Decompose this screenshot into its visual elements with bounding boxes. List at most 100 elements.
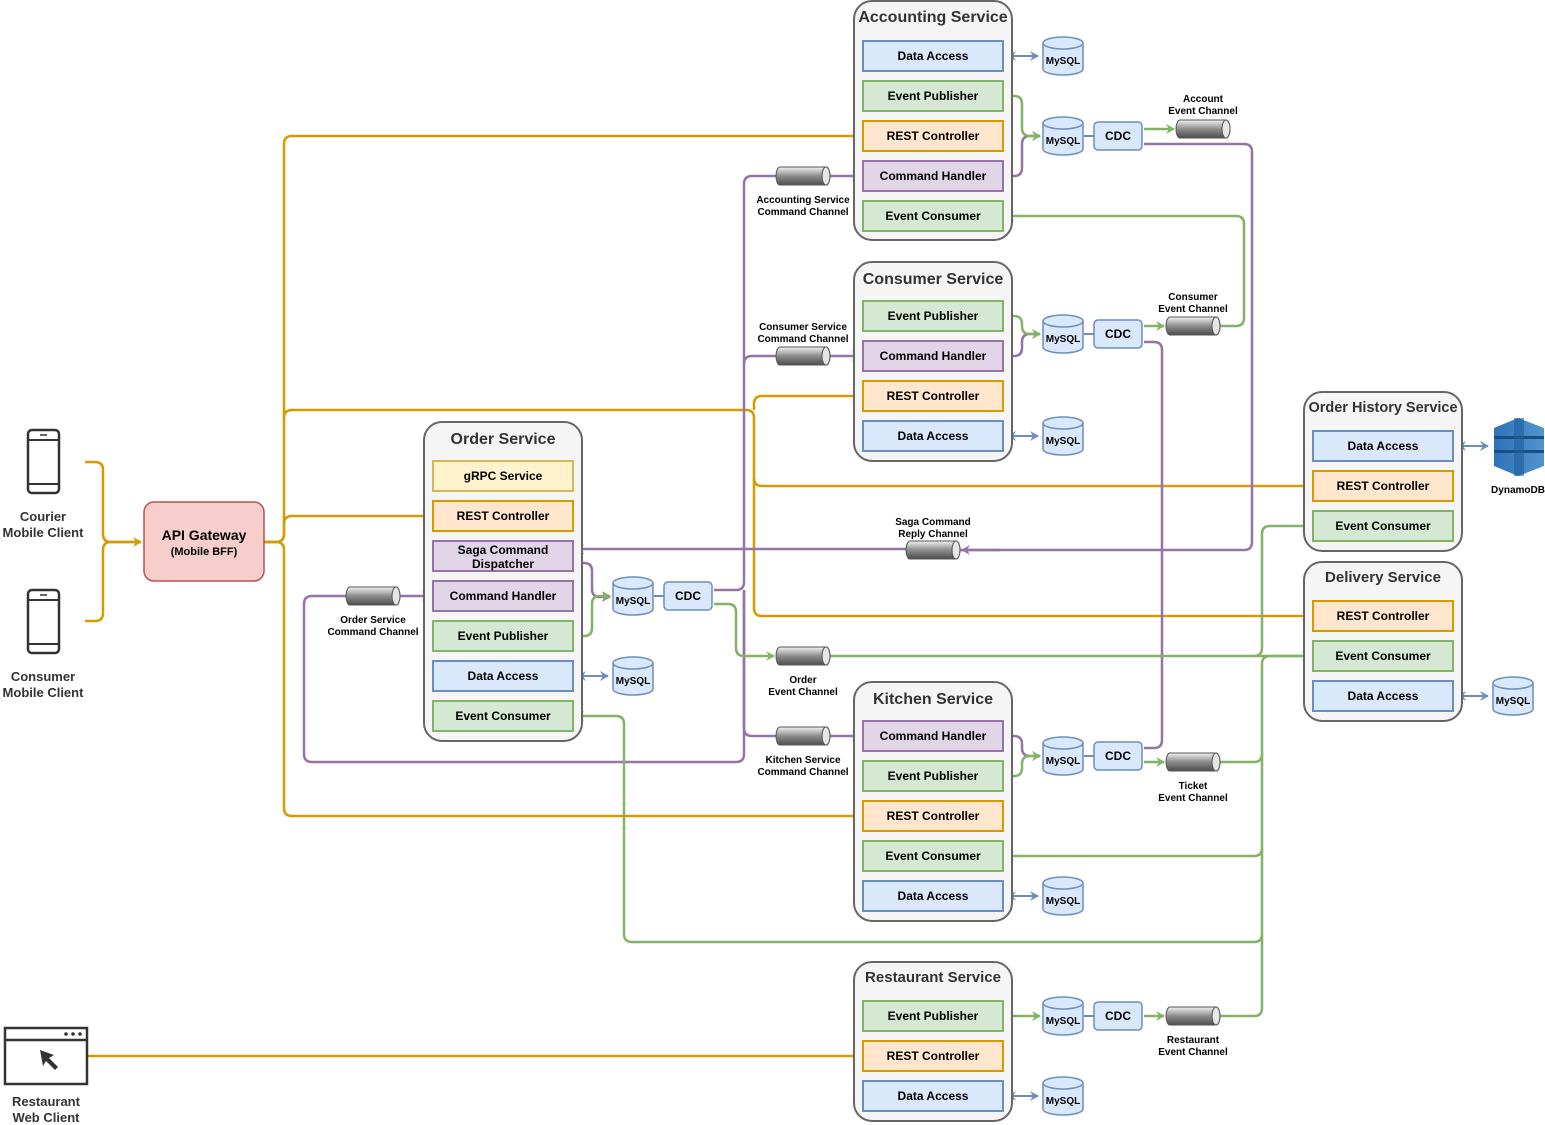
- channel-pipe-icon: [775, 646, 831, 666]
- channel-pipe-icon: [905, 540, 961, 560]
- mysql-label: MySQL: [1046, 1016, 1080, 1027]
- accounting-command-channel-label-1: Accounting Service: [756, 195, 850, 206]
- event-consumer-box: Event Consumer: [862, 200, 1004, 232]
- mysql-label: MySQL: [1046, 756, 1080, 767]
- mysql-label: MySQL: [1046, 56, 1080, 67]
- mysql-database-icon: MySQL: [1042, 416, 1084, 456]
- bus-to-consumer-rest-line: [752, 391, 861, 410]
- consumer-mobile-client: Consumer Mobile Client: [3, 588, 84, 700]
- command-handler-box: Command Handler: [862, 340, 1004, 372]
- api-gateway: API Gateway (Mobile BFF): [143, 501, 265, 582]
- consumer-command-channel-label-1: Consumer Service: [759, 322, 847, 333]
- restaurant-service-title: Restaurant Service: [865, 969, 1001, 986]
- svg-text:Data Access: Data Access: [468, 669, 539, 683]
- mysql-databases: MySQL MySQL MySQL MySQL MySQL MySQL MySQL MySQL…: [612, 36, 1534, 1116]
- mysql-label: MySQL: [616, 596, 650, 607]
- kitchen-service-title: Kitchen Service: [873, 691, 993, 708]
- restaurant-client-label-1: Restaurant: [12, 1094, 81, 1109]
- accounting-event-channel-label-1: Account: [1183, 94, 1224, 105]
- channel-pipe-icon: [1175, 119, 1231, 139]
- svg-text:gRPC Service: gRPC Service: [464, 469, 543, 483]
- svg-text:Command Handler: Command Handler: [880, 169, 987, 183]
- svg-text:Event Consumer: Event Consumer: [885, 849, 981, 863]
- data-access-box: Data Access: [432, 660, 574, 692]
- kitchen-command-channel-label-1: Kitchen Service: [765, 755, 840, 766]
- svg-text:Event Publisher: Event Publisher: [888, 1009, 979, 1023]
- data-access-box: Data Access: [862, 1080, 1004, 1112]
- kitchen-command-channel-label-2: Command Channel: [757, 767, 848, 778]
- mysql-database-icon: MySQL: [1042, 736, 1084, 776]
- event-consumer-box: Event Consumer: [862, 840, 1004, 872]
- bus-to-order-history-rest-line: [752, 477, 1311, 491]
- bus-to-consumer-command-channel-line: [742, 354, 776, 365]
- event-consumer-box: Event Consumer: [1312, 510, 1454, 542]
- mysql-database-icon: MySQL: [1042, 876, 1084, 916]
- mysql-database-icon: MySQL: [612, 576, 654, 616]
- svg-text:REST Controller: REST Controller: [887, 129, 980, 143]
- rest-connectors: [85, 131, 1311, 1061]
- svg-text:Command Handler: Command Handler: [880, 349, 987, 363]
- mysql-database-icon: MySQL: [1042, 1076, 1084, 1116]
- dynamodb-label: DynamoDB: [1491, 485, 1545, 496]
- accounting-reply-line: [1144, 142, 1254, 552]
- ticket-channel-to-bus-line: [1220, 654, 1310, 764]
- mobile-phone-icon: [26, 588, 61, 655]
- cdc-box: CDC: [663, 581, 713, 611]
- restaurant-service: Restaurant Service Event Publisher REST …: [853, 961, 1013, 1122]
- svg-text:Event Publisher: Event Publisher: [888, 89, 979, 103]
- svg-text:REST Controller: REST Controller: [887, 389, 980, 403]
- cdc-box: CDC: [1093, 319, 1143, 349]
- mysql-database-icon: MySQL: [612, 656, 654, 696]
- bus-to-kitchen-command-channel-line: [742, 590, 776, 738]
- svg-text:REST Controller: REST Controller: [457, 509, 550, 523]
- ticket-event-channel-label-1: Ticket: [1179, 781, 1208, 792]
- cdc-box: CDC: [1093, 741, 1143, 771]
- command-connectors: [302, 131, 1254, 764]
- consumer-event-channel-label-1: Consumer: [1168, 292, 1218, 303]
- rest-controller-box: REST Controller: [432, 500, 574, 532]
- consumer-client-label-1: Consumer: [11, 669, 75, 684]
- courier-client-label-1: Courier: [20, 509, 66, 524]
- courier-to-gateway-line: [85, 460, 142, 547]
- channel-pipe-icon: [1165, 1006, 1221, 1026]
- saga-reply-channel-label-1: Saga Command: [895, 517, 971, 528]
- channel-pipe-icon: [1165, 752, 1221, 772]
- mysql-database-icon: MySQL: [1042, 314, 1084, 354]
- mysql-label: MySQL: [1046, 436, 1080, 447]
- svg-text:Event Publisher: Event Publisher: [458, 629, 549, 643]
- gateway-to-kitchen-rest-line: [264, 540, 861, 821]
- svg-text:Event Consumer: Event Consumer: [885, 209, 981, 223]
- order-cdc-command-bus-line: [714, 174, 776, 592]
- event-publisher-box: Event Publisher: [432, 620, 574, 652]
- saga-reply-channel-label-2: Reply Channel: [898, 529, 968, 540]
- mobile-phone-icon: [26, 428, 61, 495]
- browser-cursor-icon: [3, 1026, 89, 1086]
- channel-pipe-icon: [1165, 316, 1221, 336]
- svg-text:Data Access: Data Access: [898, 889, 969, 903]
- command-handler-box: Command Handler: [862, 720, 1004, 752]
- consumer-command-channel-label-2: Command Channel: [757, 334, 848, 345]
- event-publisher-box: Event Publisher: [862, 760, 1004, 792]
- data-access-box: Data Access: [862, 40, 1004, 72]
- mysql-label: MySQL: [1046, 334, 1080, 345]
- order-publisher-to-mysql-line: [574, 591, 611, 638]
- order-history-service-title: Order History Service: [1308, 400, 1457, 416]
- svg-text:REST Controller: REST Controller: [887, 1049, 980, 1063]
- event-publisher-box: Event Publisher: [862, 80, 1004, 112]
- accounting-service-title: Accounting Service: [858, 9, 1007, 26]
- svg-text:Data Access: Data Access: [898, 49, 969, 63]
- event-consumer-box: Event Consumer: [432, 700, 574, 732]
- svg-text:Event Publisher: Event Publisher: [888, 769, 979, 783]
- order-history-service: Order History Service Data Access REST C…: [1303, 391, 1463, 552]
- restaurant-web-client: Restaurant Web Client: [3, 1026, 89, 1125]
- mysql-label: MySQL: [1046, 1096, 1080, 1107]
- message-channels: [345, 119, 1231, 1026]
- cdc-label: CDC: [1105, 327, 1131, 341]
- dynamodb-icon: DynamoDB: [1491, 418, 1545, 496]
- delivery-service-title: Delivery Service: [1325, 569, 1441, 586]
- kitchen-publisher-to-mysql-line: [1004, 751, 1041, 778]
- order-service-title: Order Service: [451, 431, 556, 448]
- grpc-service-box: gRPC Service: [432, 460, 574, 492]
